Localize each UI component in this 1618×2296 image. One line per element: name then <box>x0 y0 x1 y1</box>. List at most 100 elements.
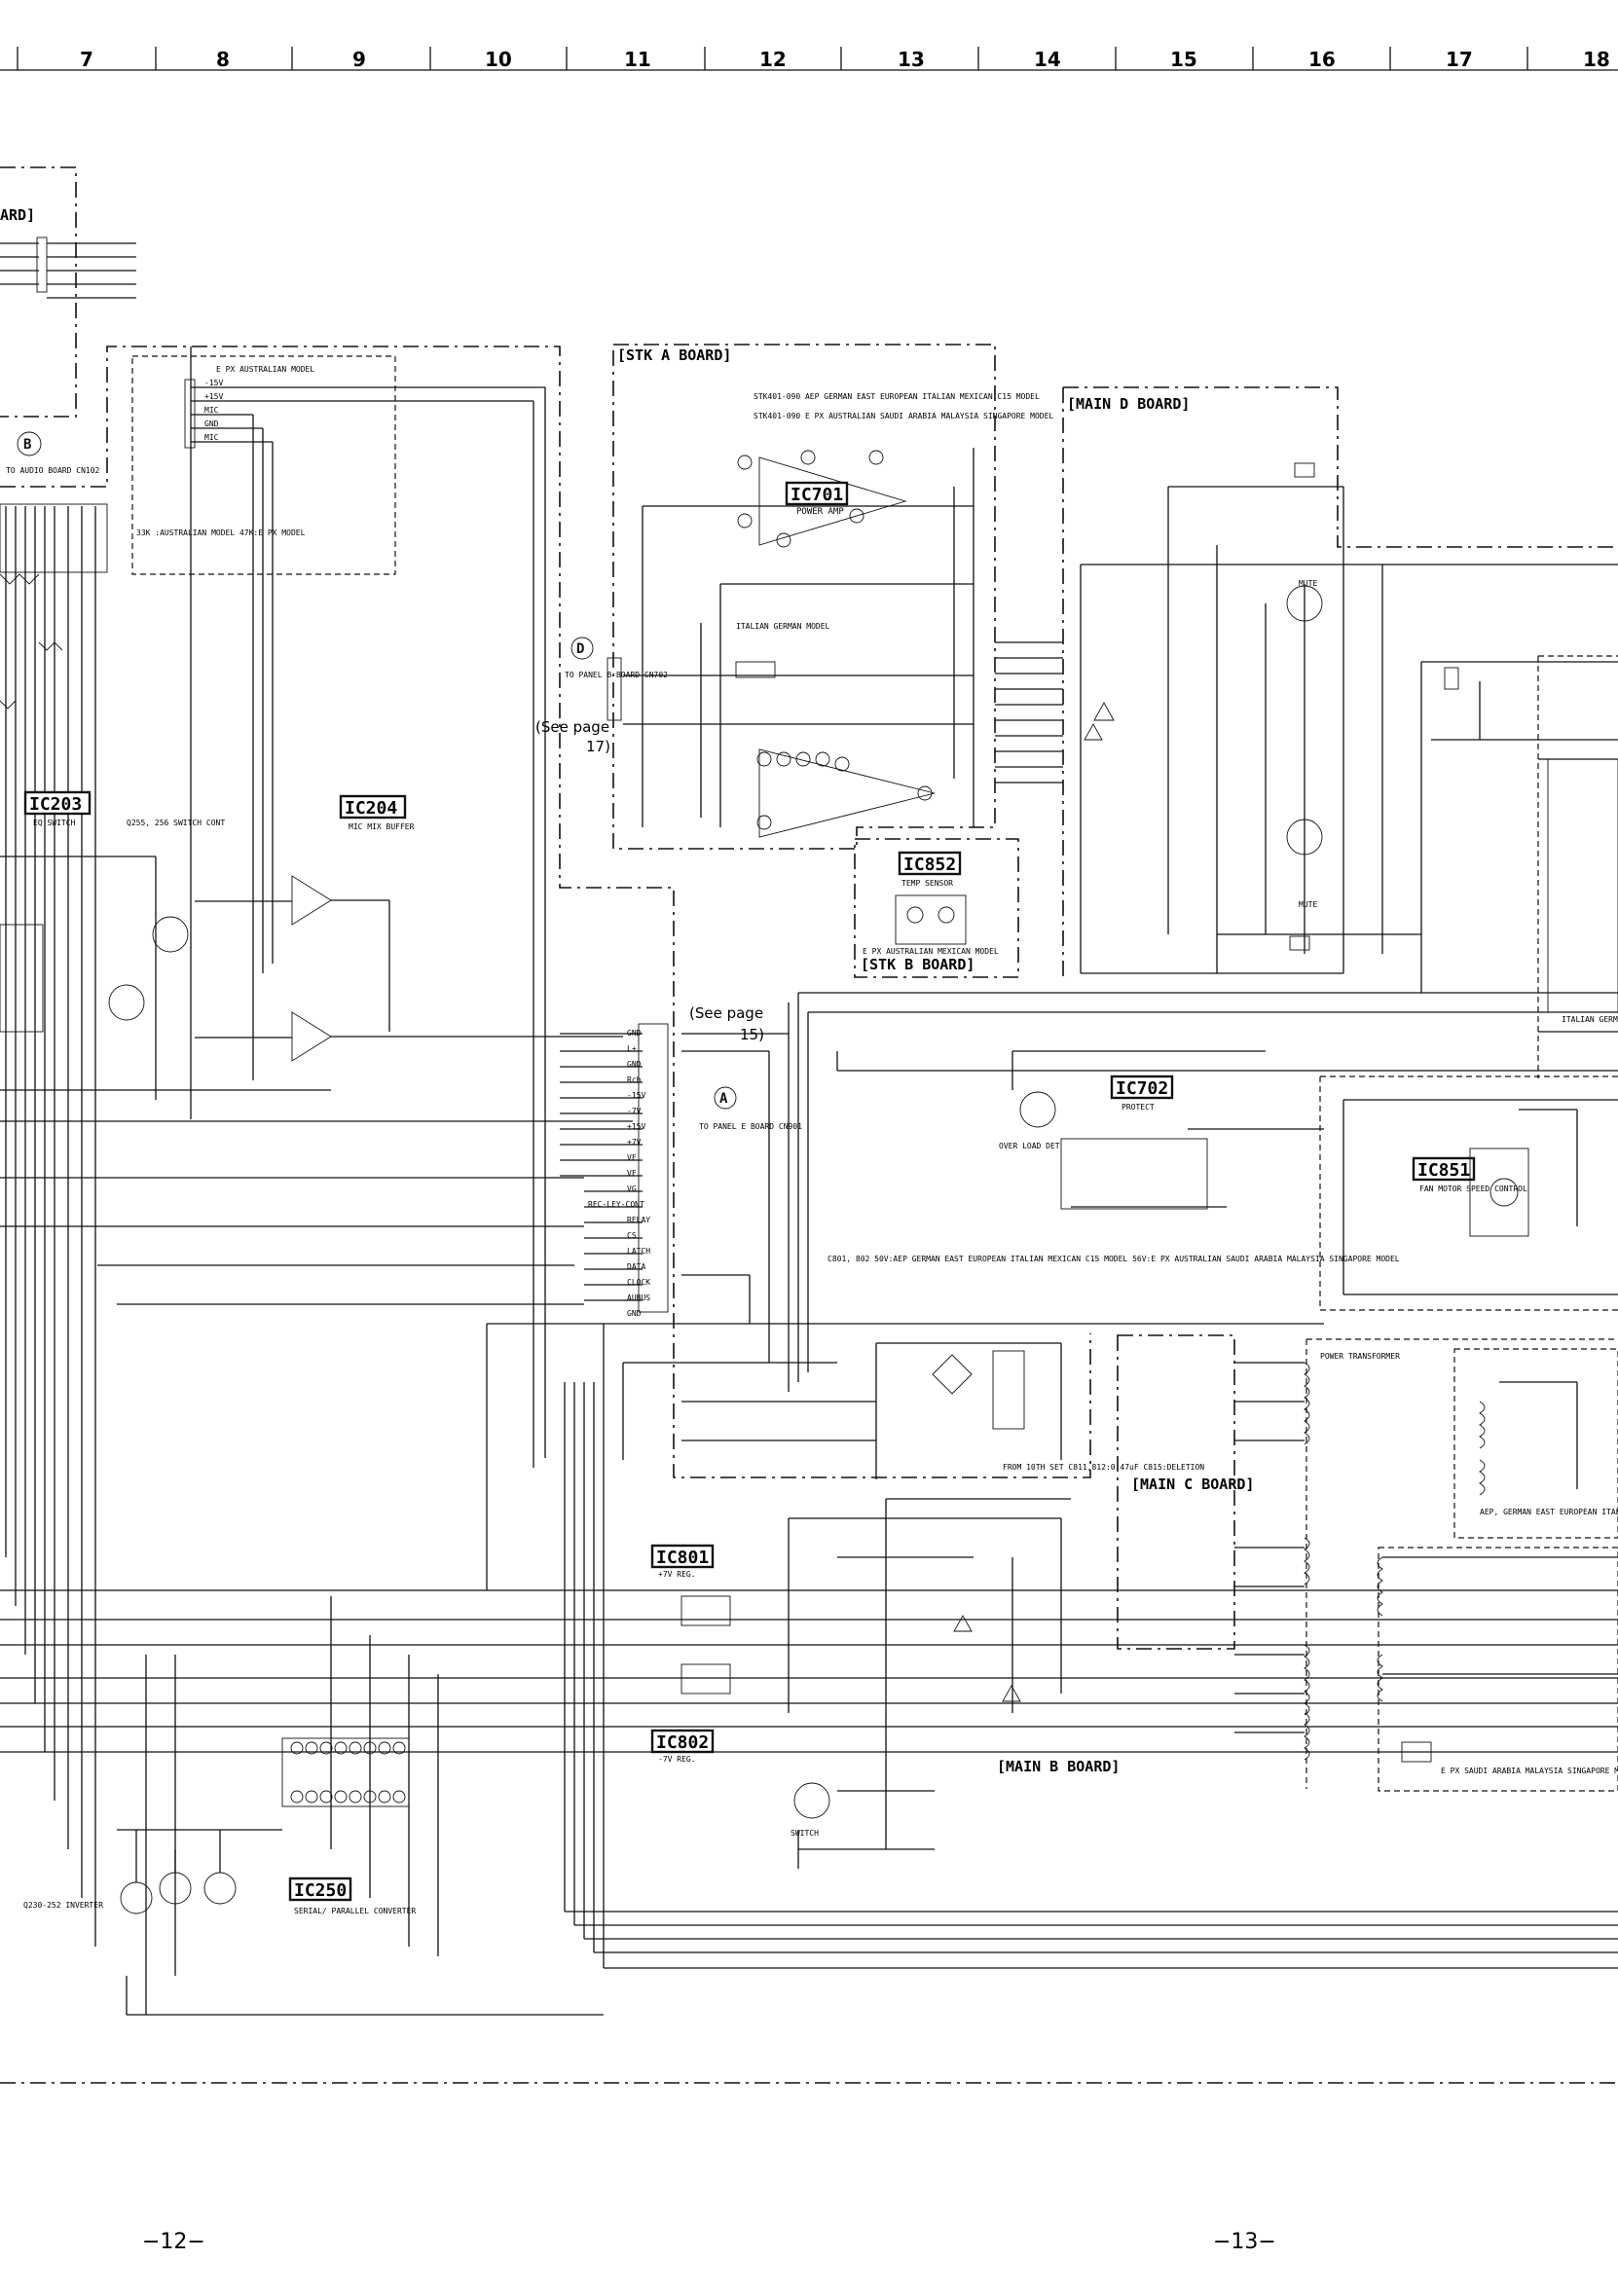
power-transformer: POWER TRANSFORMER AEP, GERMAN EAST EUROP… <box>1304 1352 1618 1775</box>
cn-a-pin-list: GND L+ GND Rch -15V -7V +15V +7V VF VF V… <box>588 1029 650 1318</box>
cn-a-pin: -15V <box>627 1091 645 1100</box>
connector-b-marker: B <box>23 437 31 453</box>
aep-models-note: AEP, GERMAN EAST EUROPEAN ITALIAN C15 MO… <box>1480 1508 1618 1516</box>
grid-col-13: 13 <box>898 48 925 71</box>
grid-col-12: 12 <box>759 48 787 71</box>
ic702-label: IC702 <box>1116 1078 1168 1099</box>
grid-col-9: 9 <box>352 48 366 71</box>
e-px-aus-mex-note: E PX AUSTRALIAN MEXICAN MODEL <box>863 947 999 956</box>
from-10th-note: FROM 10TH SET C811,812:0.47uF C815:DELET… <box>1003 1463 1204 1472</box>
mute-label-1: MUTE <box>1299 579 1317 588</box>
grid-col-14: 14 <box>1034 48 1061 71</box>
board-outlines <box>0 166 1618 2084</box>
e-px-saudi-note: E PX SAUDI ARABIA MALAYSIA SINGAPORE MOD… <box>1441 1767 1618 1775</box>
grid-header: 7 8 9 10 11 12 13 14 15 16 17 18 <box>0 47 1618 71</box>
ic702-desc: PROTECT <box>1122 1103 1155 1112</box>
cn-a-pin: L+ <box>627 1044 637 1053</box>
board-label-main-b: [MAIN B BOARD] <box>997 1758 1120 1775</box>
cn-a-pin: RELAY <box>627 1216 650 1224</box>
ic701-desc: POWER AMP <box>796 507 844 517</box>
grid-col-7: 7 <box>80 48 93 71</box>
ic801-desc: +7V REG. <box>658 1570 696 1579</box>
cn-a-pin: GND <box>627 1029 642 1038</box>
ic204-box <box>339 794 407 820</box>
board-label-stk-b: [STK B BOARD] <box>861 956 974 973</box>
ic250-label: IC250 <box>294 1880 347 1901</box>
cn-a-pin: Rch <box>627 1075 642 1084</box>
ic802-desc: -7V REG. <box>658 1755 696 1764</box>
r257-note: 33K :AUSTRALIAN MODEL 47K:E PX MODEL <box>136 528 306 537</box>
stk-a-power-amp: IC701 POWER AMP STK401-090 AEP GERMAN EA… <box>735 392 1053 838</box>
ic852-desc: TEMP SENSOR <box>901 879 953 888</box>
ic203-desc: EQ SWITCH <box>33 819 76 827</box>
ic802-label: IC802 <box>656 1732 709 1753</box>
ic702-box <box>1110 1075 1174 1100</box>
grid-col-10: 10 <box>485 48 512 71</box>
grid-col-11: 11 <box>624 48 651 71</box>
grid-col-15: 15 <box>1170 48 1197 71</box>
connector-d-text: TO PANEL B BOARD CN702 <box>565 671 668 679</box>
see-page-17-a: (See page <box>535 718 609 736</box>
switch-note: SWITCH <box>791 1829 819 1838</box>
power-supply-section: FROM 10TH SET C811,812:0.47uF C815:DELET… <box>650 723 1204 1838</box>
connector-a-marker: A <box>719 1091 728 1107</box>
ic851-label: IC851 <box>1417 1160 1470 1181</box>
ic852-label: IC852 <box>903 855 956 875</box>
cn-a-pin: DATA <box>627 1262 645 1271</box>
cn-a-pin: GND <box>627 1309 642 1318</box>
italian-german-note-2: ITALIAN GERMAN MODEL <box>1562 1015 1618 1024</box>
cn-a-pin: AUBUS <box>627 1294 650 1302</box>
board-label-stk-a: [STK A BOARD] <box>617 346 731 364</box>
connector-a-text: TO PANEL E BOARD CN901 <box>699 1122 802 1131</box>
cn-a-pin: LATCH <box>627 1247 650 1256</box>
cn-top-pin: +15V <box>204 392 223 401</box>
connector-a: A TO PANEL E BOARD CN901 (See page 15) G… <box>588 1004 802 1318</box>
page-number-left: −12− <box>142 2230 205 2254</box>
cn-a-pin: VF <box>627 1153 637 1162</box>
ic701-label: IC701 <box>791 485 843 505</box>
cn-top-pin: MIC <box>204 433 219 442</box>
cn-a-pin: +7V <box>627 1138 642 1147</box>
grid-col-17: 17 <box>1446 48 1473 71</box>
connector-d: D TO PANEL B BOARD CN702 (See page 17) <box>535 637 668 755</box>
cn-a-body <box>638 1023 669 1313</box>
ic801-label: IC801 <box>656 1548 709 1568</box>
ic203-box <box>23 790 92 816</box>
ic851-box <box>1412 1156 1476 1182</box>
ic250-desc: SERIAL/ PARALLEL CONVERTER <box>294 1907 416 1915</box>
board-label-main-c: [MAIN C BOARD] <box>1131 1476 1254 1493</box>
main-d-protect: MUTE MUTE IC702 PROTECT OVER LOAD DET IC… <box>827 462 1618 1263</box>
cn-top-pin: -15V <box>204 379 223 387</box>
page-numbers: −12− −13− <box>142 2230 1276 2254</box>
cn-a-pin: -7V <box>627 1107 642 1115</box>
cn-a-pin: VF <box>627 1169 637 1178</box>
overload-note: OVER LOAD DET <box>999 1142 1060 1150</box>
ic701-box <box>785 481 849 506</box>
cn-a-pin: VG <box>627 1184 637 1193</box>
italian-german-note: ITALIAN GERMAN MODEL <box>736 622 830 631</box>
grid-col-16: 16 <box>1308 48 1336 71</box>
connector-b: B TO AUDIO BOARD CN102 E PX AUSTRALIAN M… <box>0 365 314 573</box>
ic204-label: IC204 <box>345 798 397 819</box>
ic802-box <box>650 1729 715 1754</box>
ic851-desc: FAN MOTOR SPEED CONTROL <box>1419 1184 1527 1193</box>
ic250-box <box>288 1877 352 1902</box>
see-page-15-a: (See page <box>689 1004 763 1022</box>
cn-a-pin: +15V <box>627 1122 645 1131</box>
stk401-note: STK401-090 AEP GERMAN EAST EUROPEAN ITAL… <box>754 392 1040 401</box>
mute-label-2: MUTE <box>1299 900 1317 909</box>
connector-d-marker: D <box>576 641 584 657</box>
connector-b-text: TO AUDIO BOARD CN102 <box>6 466 100 475</box>
ic801-box <box>650 1544 715 1569</box>
board-labels: ARD] [STK A BOARD] [MAIN D BOARD] [STK B… <box>0 206 1254 1775</box>
stk402-note: STK401-090 E PX AUSTRALIAN SAUDI ARABIA … <box>754 412 1053 420</box>
cn-a-pin: GND <box>627 1060 642 1069</box>
stk-b-temp-sensor: IC852 TEMP SENSOR E PX AUSTRALIAN MEXICA… <box>863 851 999 956</box>
cn-top-pin: MIC <box>204 406 219 415</box>
cn-top-pin: GND <box>204 419 219 428</box>
australian-model-note: E PX AUSTRALIAN MODEL <box>216 365 314 374</box>
ic204-desc: MIC MIX BUFFER <box>349 822 415 831</box>
cn-a-pin: REC-LEY-CONT <box>588 1200 644 1209</box>
ic250-section: IC250 SERIAL/ PARALLEL CONVERTER Q230-25… <box>23 1737 416 1915</box>
